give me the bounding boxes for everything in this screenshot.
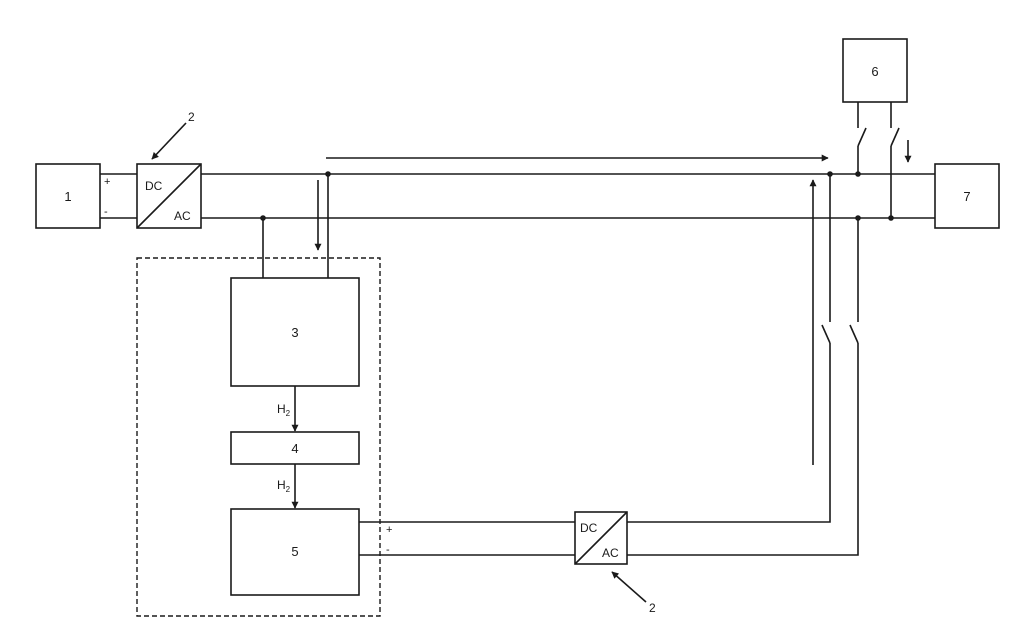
block-5-plus-sign: + (386, 524, 392, 536)
converter-top-dc-label: DC (145, 179, 163, 193)
hydrogen-label-2: H2 (277, 478, 291, 494)
junction-dot (855, 171, 861, 177)
switch-6-right (890, 127, 900, 147)
wire-return-1-lower (627, 343, 831, 523)
block-1-minus-sign: - (104, 206, 108, 218)
switch-return-2 (849, 324, 859, 344)
switch-return-1 (821, 324, 831, 344)
hydrogen-label-1: H2 (277, 402, 291, 418)
block-6: 6 (842, 38, 908, 103)
converter-top-ref: 2 (188, 110, 195, 124)
block-6-label: 6 (871, 64, 878, 79)
converter-bottom-dc-label: DC (580, 521, 598, 535)
block-3: 3 (230, 277, 360, 387)
converter-top-ref-arrow (151, 122, 187, 160)
converter-bottom: DC AC (574, 511, 628, 565)
switch-6-left (857, 127, 867, 147)
block-7: 7 (934, 163, 1000, 229)
converter-bottom-ac-label: AC (602, 546, 619, 560)
junction-dot (888, 215, 894, 221)
junction-dot (325, 171, 331, 177)
converter-top: DC AC (136, 163, 202, 229)
junction-dot (260, 215, 266, 221)
converter-bottom-ref: 2 (649, 601, 656, 615)
block-1: 1 (35, 163, 101, 229)
junction-dot (827, 171, 833, 177)
electrolysis-system-boundary (136, 257, 381, 617)
block-5-minus-sign: - (386, 544, 390, 556)
block-3-label: 3 (291, 325, 298, 340)
wire-return-2-lower (627, 343, 859, 556)
converter-top-ac-label: AC (174, 209, 191, 223)
block-5: 5 (230, 508, 360, 596)
block-1-plus-sign: + (104, 176, 110, 188)
block-4: 4 (230, 431, 360, 465)
converter-bottom-ref-arrow (611, 571, 647, 603)
junction-dot (855, 215, 861, 221)
block-7-label: 7 (963, 189, 970, 204)
block-4-label: 4 (291, 441, 298, 456)
block-1-label: 1 (64, 189, 71, 204)
block-5-label: 5 (291, 544, 298, 559)
